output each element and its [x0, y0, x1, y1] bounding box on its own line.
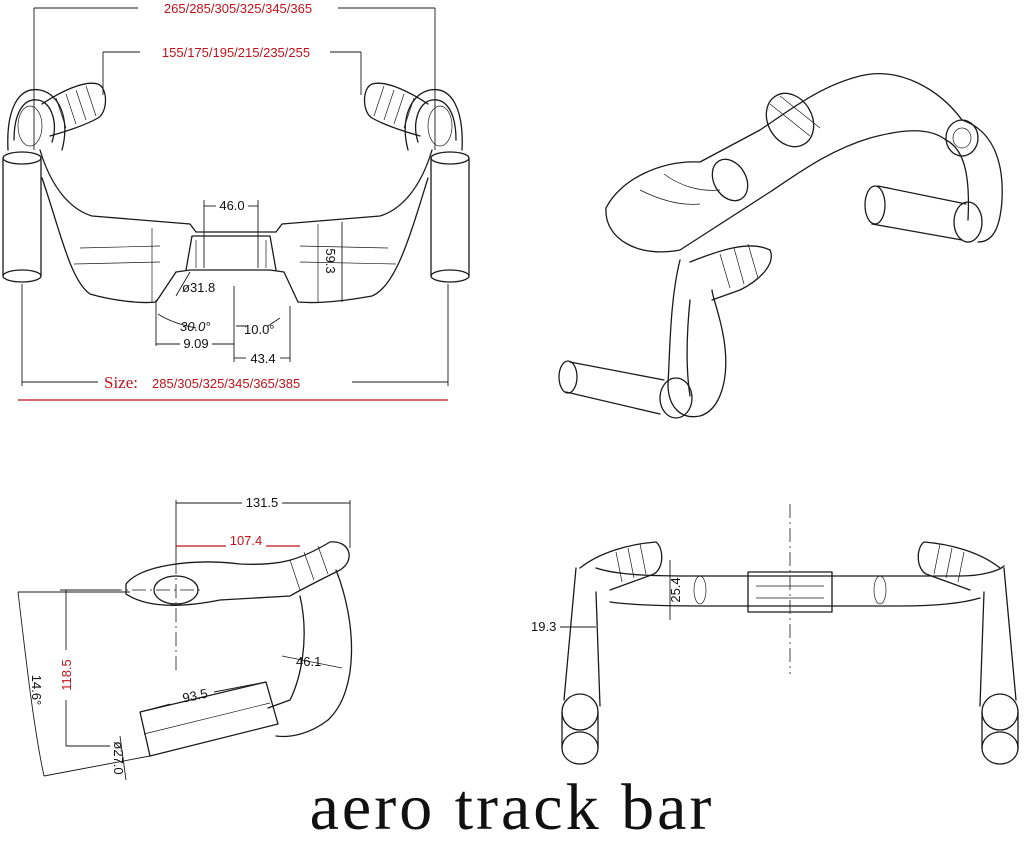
front-view: 265/285/305/325/345/365 155/175/195/215/… [2, 1, 470, 401]
size-prefix-label: Size: [104, 373, 138, 392]
overall-width-dimension: 265/285/305/325/345/365 [33, 1, 436, 150]
angle-dimensions: 30.0° 10.0° 9.09 43.4 [155, 286, 291, 366]
angle-2-label: 10.0° [244, 322, 275, 337]
left-horn [41, 82, 107, 137]
tube-diameter-label: ø27.0 [111, 741, 126, 774]
angle-label: 14.6° [29, 675, 44, 706]
bar-height-label: 59.3 [323, 248, 338, 273]
overall-width-label: 265/285/305/325/345/365 [164, 1, 312, 16]
perspective-view [558, 73, 1003, 419]
angle-1-label: 30.0° [180, 319, 211, 334]
bend-offset-label: 19.3 [531, 619, 556, 634]
reach-total-label: 131.5 [246, 495, 279, 510]
reach-inner-label: 107.4 [230, 533, 263, 548]
inner-width-label: 155/175/195/215/235/255 [162, 45, 310, 60]
offset-2-label: 43.4 [250, 351, 275, 366]
drop-label: 118.5 [59, 659, 74, 691]
offset-1-label: 9.09 [183, 336, 208, 351]
bar-height-dimension: 59.3 [323, 222, 343, 302]
right-drop-tube [404, 88, 470, 283]
right-horn [363, 82, 429, 137]
center-height-label: 25.4 [668, 577, 683, 602]
main-wing [39, 149, 433, 304]
side-view: 131.5 107.4 46.1 93.5 118.5 14.6° ø2 [17, 495, 353, 781]
inner-width-dimension: 155/175/195/215/235/255 [102, 45, 362, 95]
size-values-label: 285/305/325/345/365/385 [152, 376, 300, 391]
clamp-width-dimension: 46.0 [203, 198, 259, 268]
extension-label: 93.5 [181, 686, 209, 706]
bend-radius-label: 46.1 [296, 654, 321, 669]
size-dimension: Size: 285/305/325/345/365/385 [18, 284, 449, 401]
top-view: 25.4 19.3 [531, 504, 1019, 765]
clamp-width-label: 46.0 [219, 198, 244, 213]
page-title: aero track bar [309, 771, 715, 844]
clamp-diameter-label: ø31.8 [182, 280, 215, 295]
